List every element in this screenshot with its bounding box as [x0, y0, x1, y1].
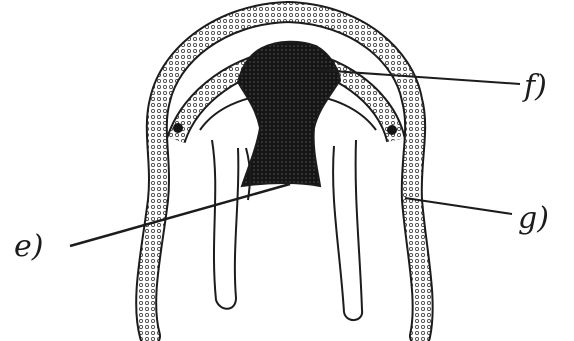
right-edge-node	[387, 125, 397, 135]
pointer-line-e	[70, 184, 290, 246]
left-tentacle	[212, 140, 238, 309]
label-f: f)	[522, 69, 547, 104]
right-tentacle	[333, 140, 362, 320]
central-dark-mass	[238, 42, 340, 186]
left-edge-node	[173, 123, 183, 133]
label-e: e)	[14, 229, 43, 264]
label-g: g)	[518, 201, 549, 236]
